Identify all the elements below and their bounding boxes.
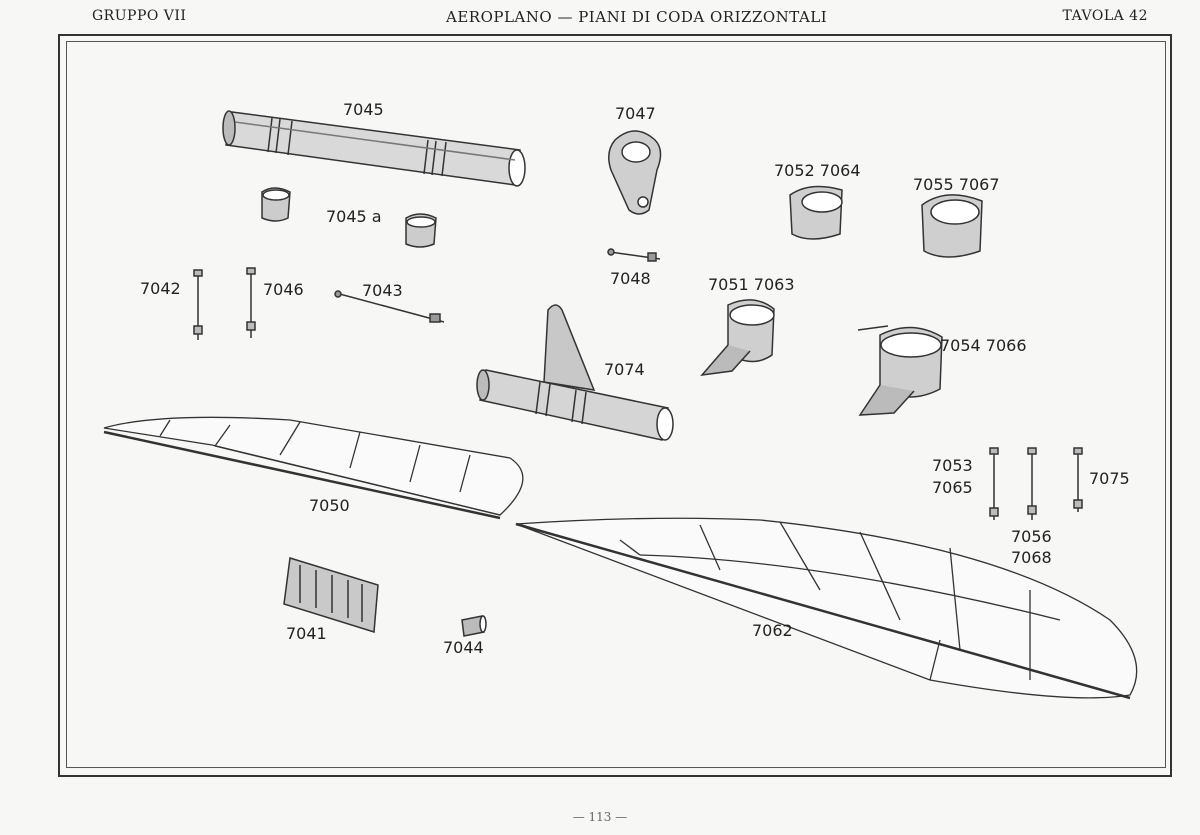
part-7045a-clamps-drawing [261,187,437,248]
part-7062-right-stabilizer-drawing [515,517,1138,700]
part-7045-tube-drawing [222,110,526,187]
part-7047-bracket-drawing [608,130,662,215]
label-7068: 7068 [1011,548,1052,567]
label-7042: 7042 [140,279,181,298]
part-7074-horn-tube-drawing [476,304,674,441]
label-7051-7063: 7051 7063 [708,275,795,294]
part-7054-7066-collar-drawing [857,325,943,416]
page-number: — 113 — [572,810,628,824]
part-7055-7067-collar-drawing [921,194,983,258]
part-7044-bushing-drawing [461,615,487,637]
label-7048: 7048 [610,269,651,288]
plate-inner-border [66,41,1166,768]
plate-outer-border [58,34,1172,777]
label-7055-7067: 7055 7067 [913,175,1000,194]
label-7062: 7062 [752,621,793,640]
label-7075: 7075 [1089,469,1130,488]
part-7051-7063-collar-drawing [700,299,775,377]
label-7052-7064: 7052 7064 [774,161,861,180]
label-7053: 7053 [932,456,973,475]
plate-number: TAVOLA 42 [1062,8,1148,24]
group-heading: GRUPPO VII [92,8,187,24]
part-7048-bolt-drawing [607,248,661,262]
part-7043-rod-drawing [334,290,445,323]
label-7050: 7050 [309,496,350,515]
part-7052-7064-collar-drawing [789,185,843,240]
label-7056: 7056 [1011,527,1052,546]
label-7045: 7045 [343,100,384,119]
label-7065: 7065 [932,478,973,497]
label-7043: 7043 [362,281,403,300]
label-7054-7066: 7054 7066 [940,336,1027,355]
part-7053-7056-7075-bolts-drawing [989,447,1083,520]
part-7042-7046-bolts-drawing [193,267,256,340]
label-7047: 7047 [615,104,656,123]
part-7041-block-drawing [283,557,379,633]
label-7041: 7041 [286,624,327,643]
label-7044: 7044 [443,638,484,657]
label-7045a: 7045 a [326,207,382,226]
label-7046: 7046 [263,280,304,299]
label-7074: 7074 [604,360,645,379]
part-7050-left-stabilizer-drawing [103,416,524,520]
plate-title: AEROPLANO — PIANI DI CODA ORIZZONTALI [446,8,828,26]
